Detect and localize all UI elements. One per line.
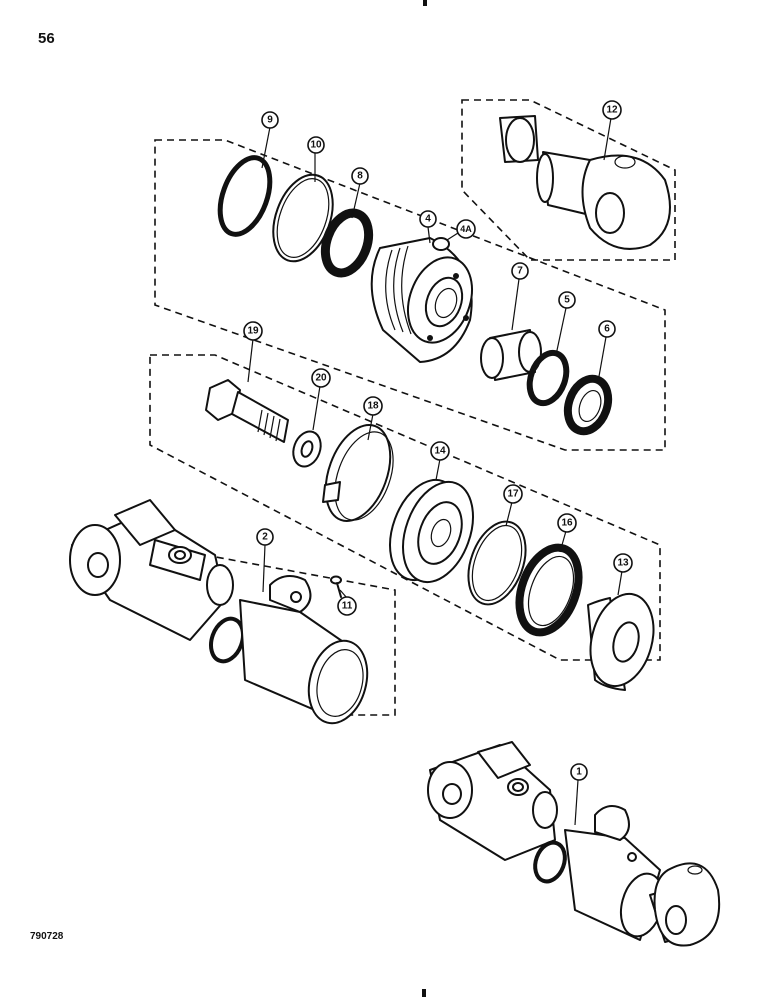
- leader-18: [367, 413, 374, 441]
- callout-16: 16: [557, 513, 577, 533]
- stop-tube-part-13: [587, 592, 655, 691]
- callout-4a: 4A: [456, 219, 476, 239]
- snap-ring-part-9: [217, 155, 273, 237]
- leader-19: [247, 338, 254, 383]
- svg-text:6: 6: [604, 324, 610, 335]
- backup-ring-part-17: [467, 520, 527, 606]
- svg-text:4A: 4A: [460, 224, 472, 234]
- callout-2: 2: [256, 528, 274, 546]
- top-registration-mark: [423, 0, 427, 6]
- bottom-registration-mark: [422, 989, 426, 997]
- svg-text:8: 8: [357, 171, 363, 182]
- plug-part-4a: [432, 237, 450, 251]
- svg-text:12: 12: [606, 105, 618, 116]
- callout-17: 17: [503, 484, 523, 504]
- leader-2: [262, 544, 266, 593]
- screw-part-11: [330, 575, 342, 598]
- callout-8: 8: [351, 167, 369, 185]
- rod-wiper-seal-part-6: [563, 374, 613, 436]
- svg-text:1: 1: [576, 767, 582, 778]
- callout-12: 12: [602, 100, 622, 120]
- piston-group-outline: [149, 354, 661, 661]
- callout-19: 19: [243, 321, 263, 341]
- page-number: 56: [38, 30, 55, 47]
- wear-ring-part-18: [322, 423, 394, 523]
- cylinder-barrel-part-2: [69, 499, 369, 725]
- cylinder-head-part-4: [370, 237, 473, 363]
- svg-text:17: 17: [507, 489, 519, 500]
- svg-text:4: 4: [425, 214, 431, 225]
- callout-6: 6: [598, 320, 616, 338]
- barrel-group-outline: [204, 554, 396, 716]
- leader-20: [312, 385, 321, 431]
- callout-4: 4: [419, 210, 437, 228]
- svg-text:19: 19: [247, 326, 259, 337]
- piston-seal-part-16: [515, 543, 583, 637]
- callout-14: 14: [430, 441, 450, 461]
- leader-8: [351, 182, 361, 219]
- leader-6: [597, 336, 607, 383]
- leader-4: [427, 226, 431, 244]
- callout-18: 18: [363, 396, 383, 416]
- leader-17: [505, 501, 513, 527]
- leader-16: [559, 530, 567, 553]
- cylinder-assembly-part-1: [427, 741, 721, 947]
- svg-text:2: 2: [262, 532, 268, 543]
- callout-9: 9: [261, 111, 279, 129]
- bolt-part-19: [205, 379, 289, 443]
- leader-12: [603, 117, 612, 161]
- head-group-outline: [154, 139, 666, 451]
- bushing-part-7: [480, 329, 542, 381]
- svg-text:14: 14: [434, 446, 446, 457]
- callout-11: 11: [337, 596, 357, 616]
- svg-text:16: 16: [561, 518, 573, 529]
- figure-code: 790728: [30, 931, 64, 942]
- svg-text:10: 10: [310, 140, 322, 151]
- callout-1: 1: [570, 763, 588, 781]
- callout-5: 5: [558, 291, 576, 309]
- leader-13: [617, 570, 623, 596]
- svg-text:20: 20: [315, 373, 327, 384]
- svg-text:7: 7: [517, 266, 523, 277]
- leader-4a: [446, 232, 459, 241]
- rod-end-part-12: [499, 115, 671, 250]
- svg-text:5: 5: [564, 295, 570, 306]
- leader-9: [261, 126, 271, 169]
- leader-1: [574, 779, 579, 826]
- svg-text:13: 13: [617, 558, 629, 569]
- leader-5: [555, 307, 567, 356]
- callout-7: 7: [511, 262, 529, 280]
- callout-10: 10: [307, 136, 325, 154]
- svg-text:18: 18: [367, 401, 379, 412]
- piston-part-14: [389, 478, 474, 584]
- leader-7: [511, 278, 520, 331]
- leader-14: [435, 458, 441, 481]
- washer-part-20: [292, 430, 322, 468]
- callout-13: 13: [613, 553, 633, 573]
- svg-text:11: 11: [342, 601, 353, 612]
- rod-seal-part-8: [320, 208, 374, 278]
- callout-20: 20: [311, 368, 331, 388]
- svg-text:9: 9: [267, 115, 273, 126]
